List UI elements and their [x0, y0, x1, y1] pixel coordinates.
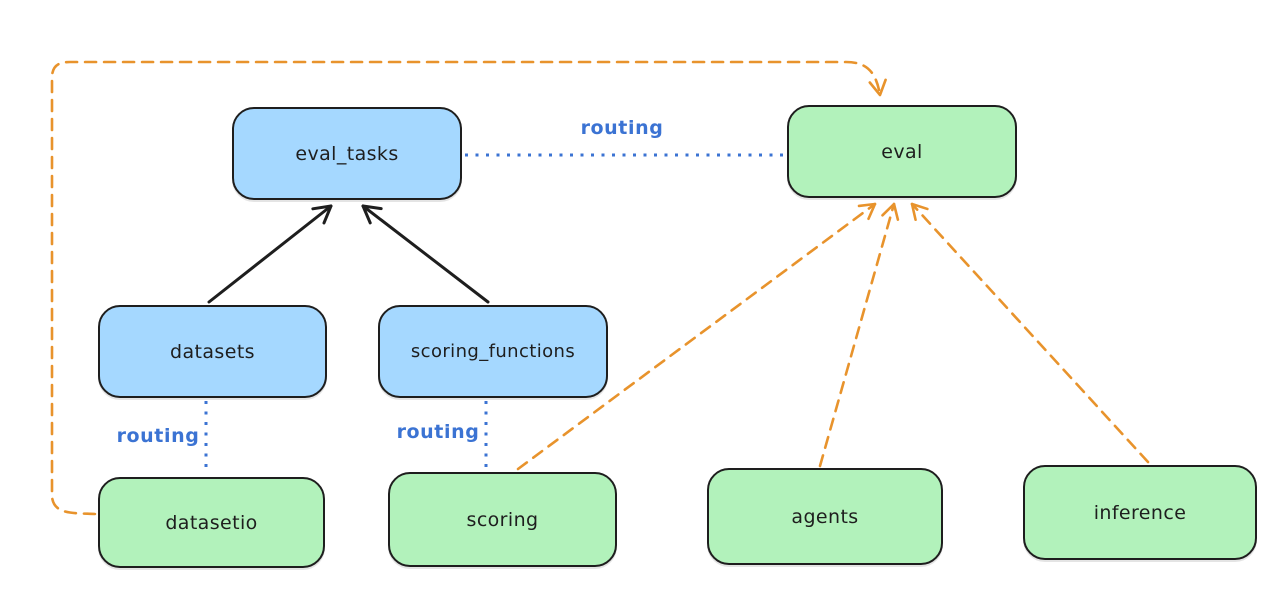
node-eval: eval	[787, 105, 1017, 198]
node-inference-label: inference	[1093, 501, 1187, 524]
node-datasets-label: datasets	[170, 340, 255, 363]
node-agents-label: agents	[791, 505, 859, 528]
edge-scoring-to-eval-arrow	[516, 202, 877, 471]
node-scoring-functions-label: scoring_functions	[410, 341, 576, 362]
node-scoring: scoring	[388, 472, 617, 567]
edge-datasetio-to-eval-loop-arrow	[50, 60, 887, 516]
node-datasets: datasets	[98, 305, 327, 398]
edge-datasets-to-eval-tasks-arrow	[207, 204, 333, 304]
node-agents: agents	[707, 468, 943, 565]
edge-label-routing-eval-tasks-eval: routing	[580, 117, 664, 139]
node-eval-tasks-label: eval_tasks	[295, 142, 399, 165]
edge-label-routing-scoring-functions-scoring: routing	[396, 421, 480, 443]
node-eval-label: eval	[881, 140, 923, 163]
edge-agents-to-eval-arrow	[818, 202, 900, 468]
edge-inference-to-eval-arrow	[910, 202, 1150, 464]
node-inference: inference	[1023, 465, 1257, 560]
node-eval-tasks: eval_tasks	[232, 107, 462, 200]
node-datasetio-label: datasetio	[165, 511, 258, 534]
node-scoring-label: scoring	[466, 508, 539, 531]
node-datasetio: datasetio	[98, 477, 325, 568]
edge-scoring-functions-to-eval-tasks-arrow	[361, 204, 490, 304]
edge-label-routing-datasets-datasetio: routing	[116, 425, 200, 447]
node-scoring-functions: scoring_functions	[378, 305, 608, 398]
